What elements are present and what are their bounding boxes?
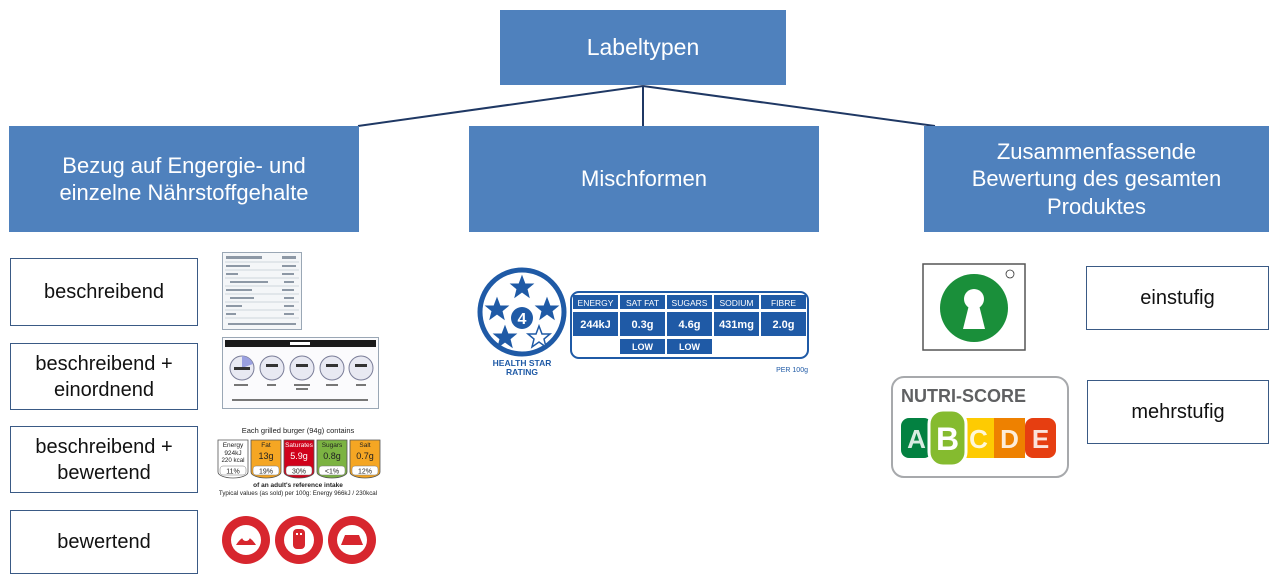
type-box-single-level: einstufig <box>1086 266 1269 330</box>
nutri-score-selected-letter: B <box>927 408 968 468</box>
category-energy-nutrients: Bezug auf Engergie- und einzelne Nährsto… <box>9 126 359 232</box>
category-mixed-forms: Mischformen <box>469 126 819 232</box>
hsr-nutrient: FIBRE 2.0g <box>761 295 806 336</box>
gda-nutrient-percent: 11% <box>226 469 240 476</box>
gda-footer-values: Typical values (as sold) per 100g: Energ… <box>219 490 377 497</box>
hsr-nutrient-value: 431mg <box>719 319 754 331</box>
root-node: Labeltypen <box>500 10 786 85</box>
svg-text:C: C <box>969 424 988 454</box>
health-star-caption-1: HEALTH STAR <box>493 358 552 368</box>
nutrition-table-thumbnail <box>222 252 302 330</box>
svg-text:A: A <box>907 424 926 454</box>
type-box-multi-level: mehrstufig <box>1087 380 1269 444</box>
type-label: mehrstufig <box>1131 401 1225 423</box>
gda-nutrient-value: 924kJ <box>224 450 241 457</box>
type-box-descriptive-classifying: beschreibend + einordnend <box>10 343 198 410</box>
nutri-score-letter: E <box>1025 418 1056 458</box>
health-star-per: PER 100g <box>776 367 808 374</box>
nutri-score-letter: D <box>994 418 1025 458</box>
gda-nutrient-percent: 12% <box>358 469 372 476</box>
hsr-nutrient-value: 4.6g <box>678 319 700 331</box>
type-label: bewertend <box>57 531 151 553</box>
gda-nutrient-name: Fat <box>261 442 271 449</box>
hsr-nutrient-name: FIBRE <box>771 298 796 308</box>
salt-warning-icon <box>275 516 323 564</box>
gda-footer-reference: of an adult's reference intake <box>253 482 343 489</box>
type-box-evaluative: bewertend <box>10 510 198 574</box>
svg-text:E: E <box>1032 424 1049 454</box>
health-star-badge: 4 HEALTH STAR RATING <box>477 267 567 376</box>
gda-nutrient-percent: <1% <box>325 469 339 476</box>
hsr-nutrient-value: 0.3g <box>631 319 653 331</box>
root-label: Labeltypen <box>586 34 700 61</box>
nutri-score-letter: A <box>901 418 932 458</box>
type-label: beschreibend <box>43 281 165 303</box>
fat-warning-icon <box>328 516 376 564</box>
gda-column: Salt 0.7g 12% <box>349 439 381 479</box>
hsr-nutrient-name: SAT FAT <box>626 298 659 308</box>
hsr-nutrient-note: LOW <box>632 342 653 352</box>
hsr-nutrient-name: SUGARS <box>672 298 708 308</box>
gda-nutrient-value: 5.9g <box>290 451 308 461</box>
nutri-score-letter: C <box>963 418 994 458</box>
nutri-score-title: NUTRI-SCORE <box>901 386 1026 406</box>
category-summary-rating: Zusammenfassende Bewertung des gesamten … <box>924 126 1269 232</box>
type-box-descriptive-evaluative: beschreibend + bewertend <box>10 426 198 493</box>
gda-nutrient-name: Saturates <box>285 442 314 449</box>
gda-nutrient-value: 0.7g <box>356 451 374 461</box>
hsr-nutrient-note: LOW <box>679 342 700 352</box>
gda-nutrient-name: Salt <box>359 442 370 449</box>
hsr-nutrient: ENERGY 244kJ <box>573 295 618 336</box>
health-star-number: 4 <box>518 311 527 328</box>
type-label: einstufig <box>1140 287 1215 309</box>
gda-header: Each grilled burger (94g) contains <box>242 426 355 435</box>
svg-text:D: D <box>1000 424 1019 454</box>
gda-traffic-light-label: Each grilled burger (94g) contains Energ… <box>217 426 381 497</box>
type-label: beschreibend + bewertend <box>35 435 173 484</box>
keyhole-logo <box>922 263 1026 351</box>
gda-nutrient-name: Sugars <box>322 442 343 449</box>
hsr-nutrient: SODIUM 431mg <box>714 295 759 336</box>
svg-text:B: B <box>936 421 959 457</box>
gda-nutrient-percent: 19% <box>259 469 273 476</box>
category-label: Zusammenfassende Bewertung des gesamten … <box>971 138 1222 219</box>
category-label: Bezug auf Engergie- und einzelne Nährsto… <box>59 152 309 206</box>
hsr-nutrient-value: 244kJ <box>580 319 611 331</box>
type-box-descriptive: beschreibend <box>10 258 198 326</box>
nutrition-circles-thumbnail <box>222 337 379 409</box>
gda-column: Sugars 0.8g <1% <box>316 439 348 479</box>
type-label: beschreibend + einordnend <box>35 352 173 401</box>
gda-nutrient-kcal: 220 kcal <box>221 457 244 464</box>
sugar-warning-icon <box>222 516 270 564</box>
hsr-nutrient-name: SODIUM <box>720 298 754 308</box>
category-label: Mischformen <box>581 166 707 192</box>
gda-column: Saturates 5.9g 30% <box>283 439 315 479</box>
hsr-nutrient-value: 2.0g <box>772 319 794 331</box>
hsr-nutrient-name: ENERGY <box>578 298 614 308</box>
health-star-caption-2: RATING <box>506 367 538 376</box>
health-star-rating-label: 4 HEALTH STAR RATING ENERGY 244kJ SAT FAT 0… <box>475 262 818 376</box>
gda-column: Fat 13g 19% <box>250 439 282 479</box>
registered-icon <box>1005 269 1015 279</box>
gda-nutrient-name: Energy <box>223 442 244 449</box>
warning-seals-thumbnail <box>222 516 376 564</box>
gda-nutrient-value: 13g <box>258 451 273 461</box>
gda-nutrient-percent: 30% <box>292 469 306 476</box>
gda-nutrient-value: 0.8g <box>323 451 341 461</box>
